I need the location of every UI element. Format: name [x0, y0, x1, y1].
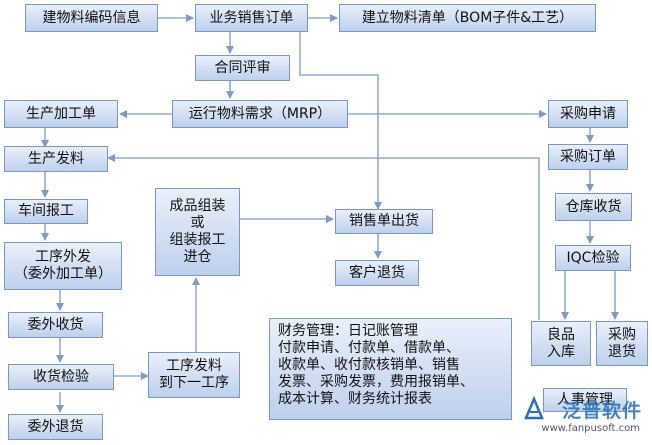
node-sales-order: 业务销售订单	[195, 4, 308, 32]
watermark-url: www.fanpusoft.com	[541, 423, 640, 434]
node-outsource-receipt: 委外收货	[8, 312, 103, 338]
watermark-brand: 泛普软件	[561, 400, 642, 422]
node-mrp: 运行物料需求（MRP）	[172, 100, 348, 128]
node-hr: 人事管理	[543, 388, 627, 412]
node-assembly: 成品组装 或 组装报工 进仓	[155, 188, 240, 276]
node-receipt-inspection: 收货检验	[8, 364, 114, 390]
node-material-code: 建物料编码信息	[25, 4, 158, 32]
node-next-process: 工序发料 到下一工序	[148, 352, 240, 398]
node-purchase-return: 采购 退货	[596, 321, 648, 366]
node-good-stock: 良品 入库	[531, 321, 591, 366]
node-contract-review: 合同评审	[195, 55, 290, 81]
node-outsourcing: 工序外发 （委外加工单）	[4, 242, 122, 290]
node-purchase-order: 采购订单	[548, 144, 628, 170]
node-purchase-request: 采购申请	[548, 100, 628, 128]
node-iqc: IQC检验	[555, 245, 631, 271]
node-sales-delivery: 销售单出货	[335, 209, 433, 234]
node-production-issue: 生产发料	[4, 146, 108, 172]
node-bom: 建立物料清单（BOM子件&工艺）	[339, 4, 596, 32]
node-production-order: 生产加工单	[4, 100, 118, 128]
brand-logo-icon	[524, 396, 544, 420]
arrow-stock-to-issue	[107, 154, 540, 320]
arrow-sales-to-delivery	[299, 32, 382, 210]
node-outsource-return: 委外退货	[8, 414, 103, 440]
node-warehouse-receipt: 仓库收货	[555, 193, 632, 221]
node-finance: 财务管理：日记账管理 付款申请、付款单、借款单、 收款单、收付款核销单、销售 发…	[269, 318, 512, 420]
node-workshop-report: 车间报工	[4, 199, 88, 224]
node-customer-return: 客户退货	[335, 260, 419, 286]
